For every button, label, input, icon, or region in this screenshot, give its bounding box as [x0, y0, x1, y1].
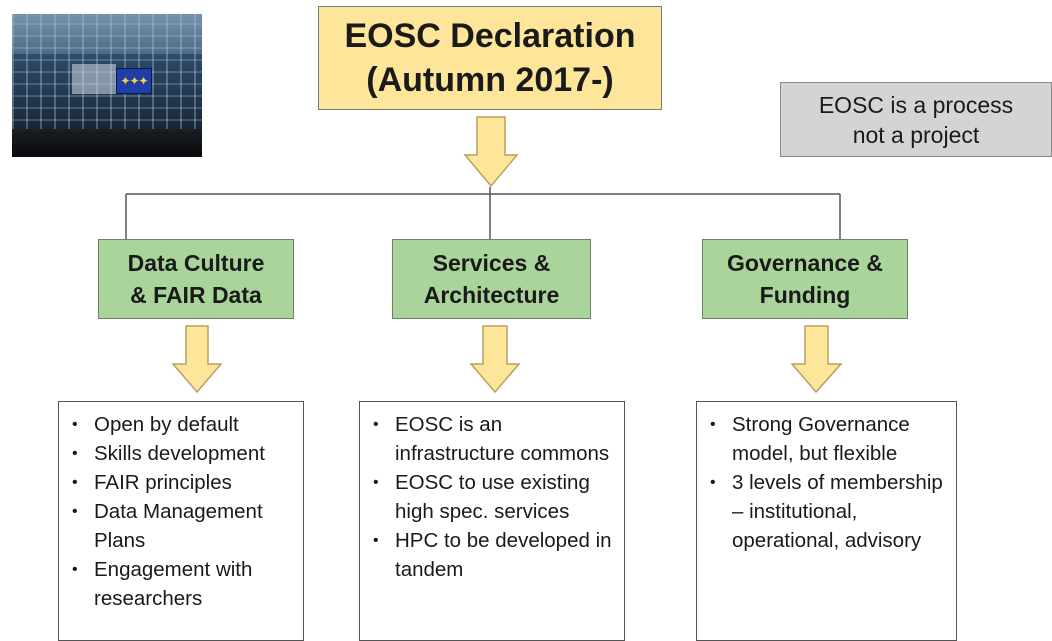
list-item: EOSC is an infrastructure commons — [368, 410, 616, 468]
pillar-label-line: Governance & — [727, 250, 883, 276]
list-item: EOSC to use existing high spec. services — [368, 468, 616, 526]
pillar-label-line: Architecture — [423, 282, 560, 308]
data-culture-list-box: Open by default Skills development FAIR … — [58, 401, 304, 641]
photo-sky — [12, 14, 202, 54]
pillar-services-architecture: Services & Architecture — [392, 239, 591, 319]
list-item: Strong Governance model, but flexible — [705, 410, 948, 468]
bullet-list: Open by default Skills development FAIR … — [67, 410, 295, 613]
down-arrow-icon — [469, 325, 521, 394]
pillar-label-line: Funding — [759, 282, 851, 308]
pillar-data-culture: Data Culture & FAIR Data — [98, 239, 294, 319]
down-arrow-icon — [790, 325, 843, 394]
photo-ground — [12, 129, 202, 157]
list-item: FAIR principles — [67, 468, 295, 497]
note-line-2: not a project — [852, 121, 980, 148]
pillar-governance-funding: Governance & Funding — [702, 239, 908, 319]
photo-banner — [72, 64, 116, 94]
list-item: Open by default — [67, 410, 295, 439]
down-arrow-icon — [171, 325, 223, 394]
list-item: HPC to be developed in tandem — [368, 526, 616, 584]
services-list-box: EOSC is an infrastructure commons EOSC t… — [359, 401, 625, 641]
pillar-label-line: Data Culture — [127, 250, 265, 276]
pillar-label-line: & FAIR Data — [130, 282, 262, 308]
pillar-label-line: Services & — [432, 250, 551, 276]
list-item: Skills development — [67, 439, 295, 468]
list-item: 3 levels of membership – institutional, … — [705, 468, 948, 555]
down-arrow-icon — [463, 116, 519, 188]
governance-list-box: Strong Governance model, but flexible 3 … — [696, 401, 957, 641]
title-box: EOSC Declaration (Autumn 2017-) — [318, 6, 662, 110]
eu-flag-icon: ✦✦✦ — [116, 68, 152, 94]
list-item: Data Management Plans — [67, 497, 295, 555]
bullet-list: Strong Governance model, but flexible 3 … — [705, 410, 948, 555]
building-photo: ✦✦✦ — [12, 14, 202, 157]
list-item: Engagement with researchers — [67, 555, 295, 613]
bullet-list: EOSC is an infrastructure commons EOSC t… — [368, 410, 616, 584]
title-line-1: EOSC Declaration — [344, 17, 636, 55]
process-note-box: EOSC is a process not a project — [780, 82, 1052, 157]
note-line-1: EOSC is a process — [818, 91, 1014, 118]
title-line-2: (Autumn 2017-) — [366, 61, 614, 99]
